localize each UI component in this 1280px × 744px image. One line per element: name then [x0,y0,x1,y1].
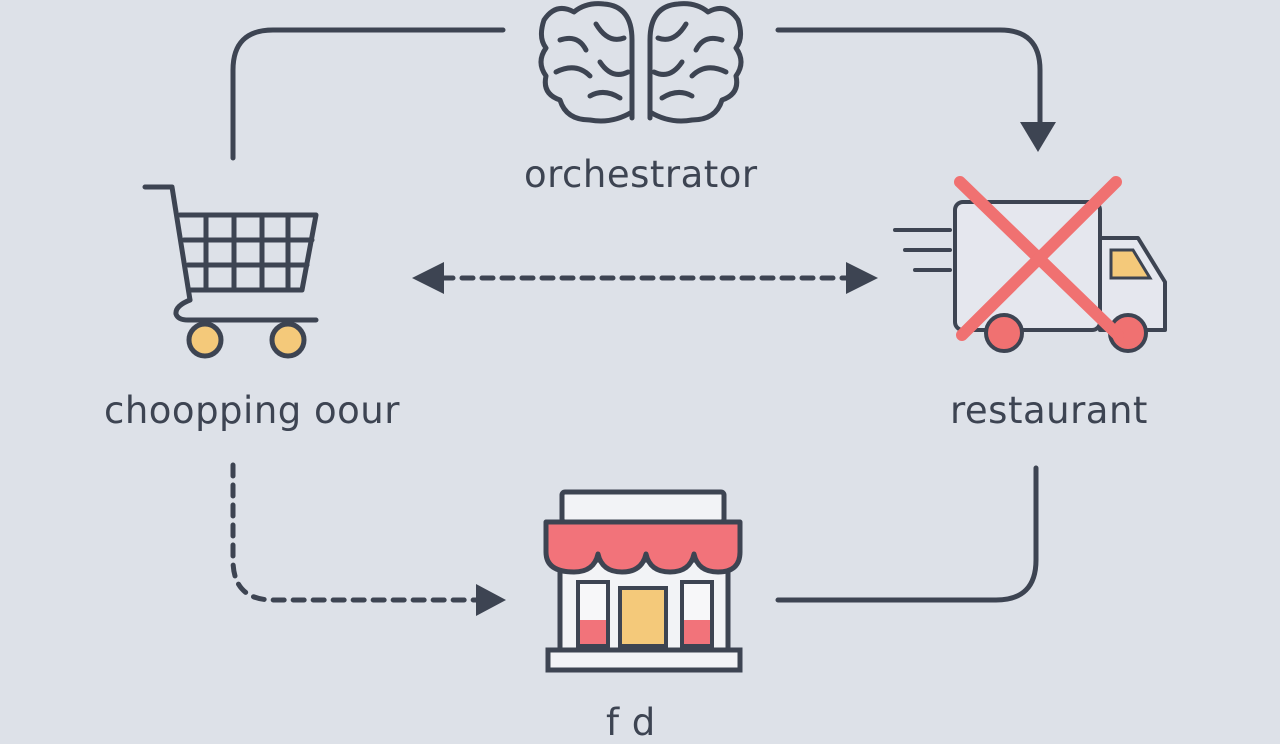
restaurant-label: restaurant [950,389,1148,432]
connector-cart-to-store-dashed [230,462,481,603]
storefront-icon [543,489,743,673]
arrowhead-right [846,262,878,294]
connector-orchestrator-to-restaurant [775,27,1043,125]
delivery-truck-icon [893,200,1167,353]
brain-icon [538,1,744,124]
arrowhead-to-restaurant [1020,122,1056,152]
connector-cart-to-orchestrator [230,27,506,161]
arrowhead-left [412,262,444,294]
store-label: f d [606,701,656,744]
cart-wheel-left [186,321,224,359]
flow-diagram [142,1,1167,673]
shopping-label: choopping oour [104,389,400,432]
orchestrator-label: orchestrator [524,153,758,196]
arrowhead-to-store [476,584,506,616]
cart-wheel-right [269,321,307,359]
connector-restaurant-to-store [775,465,1039,603]
shopping-cart-icon [142,184,319,359]
cross-mark-icon [954,176,1124,341]
